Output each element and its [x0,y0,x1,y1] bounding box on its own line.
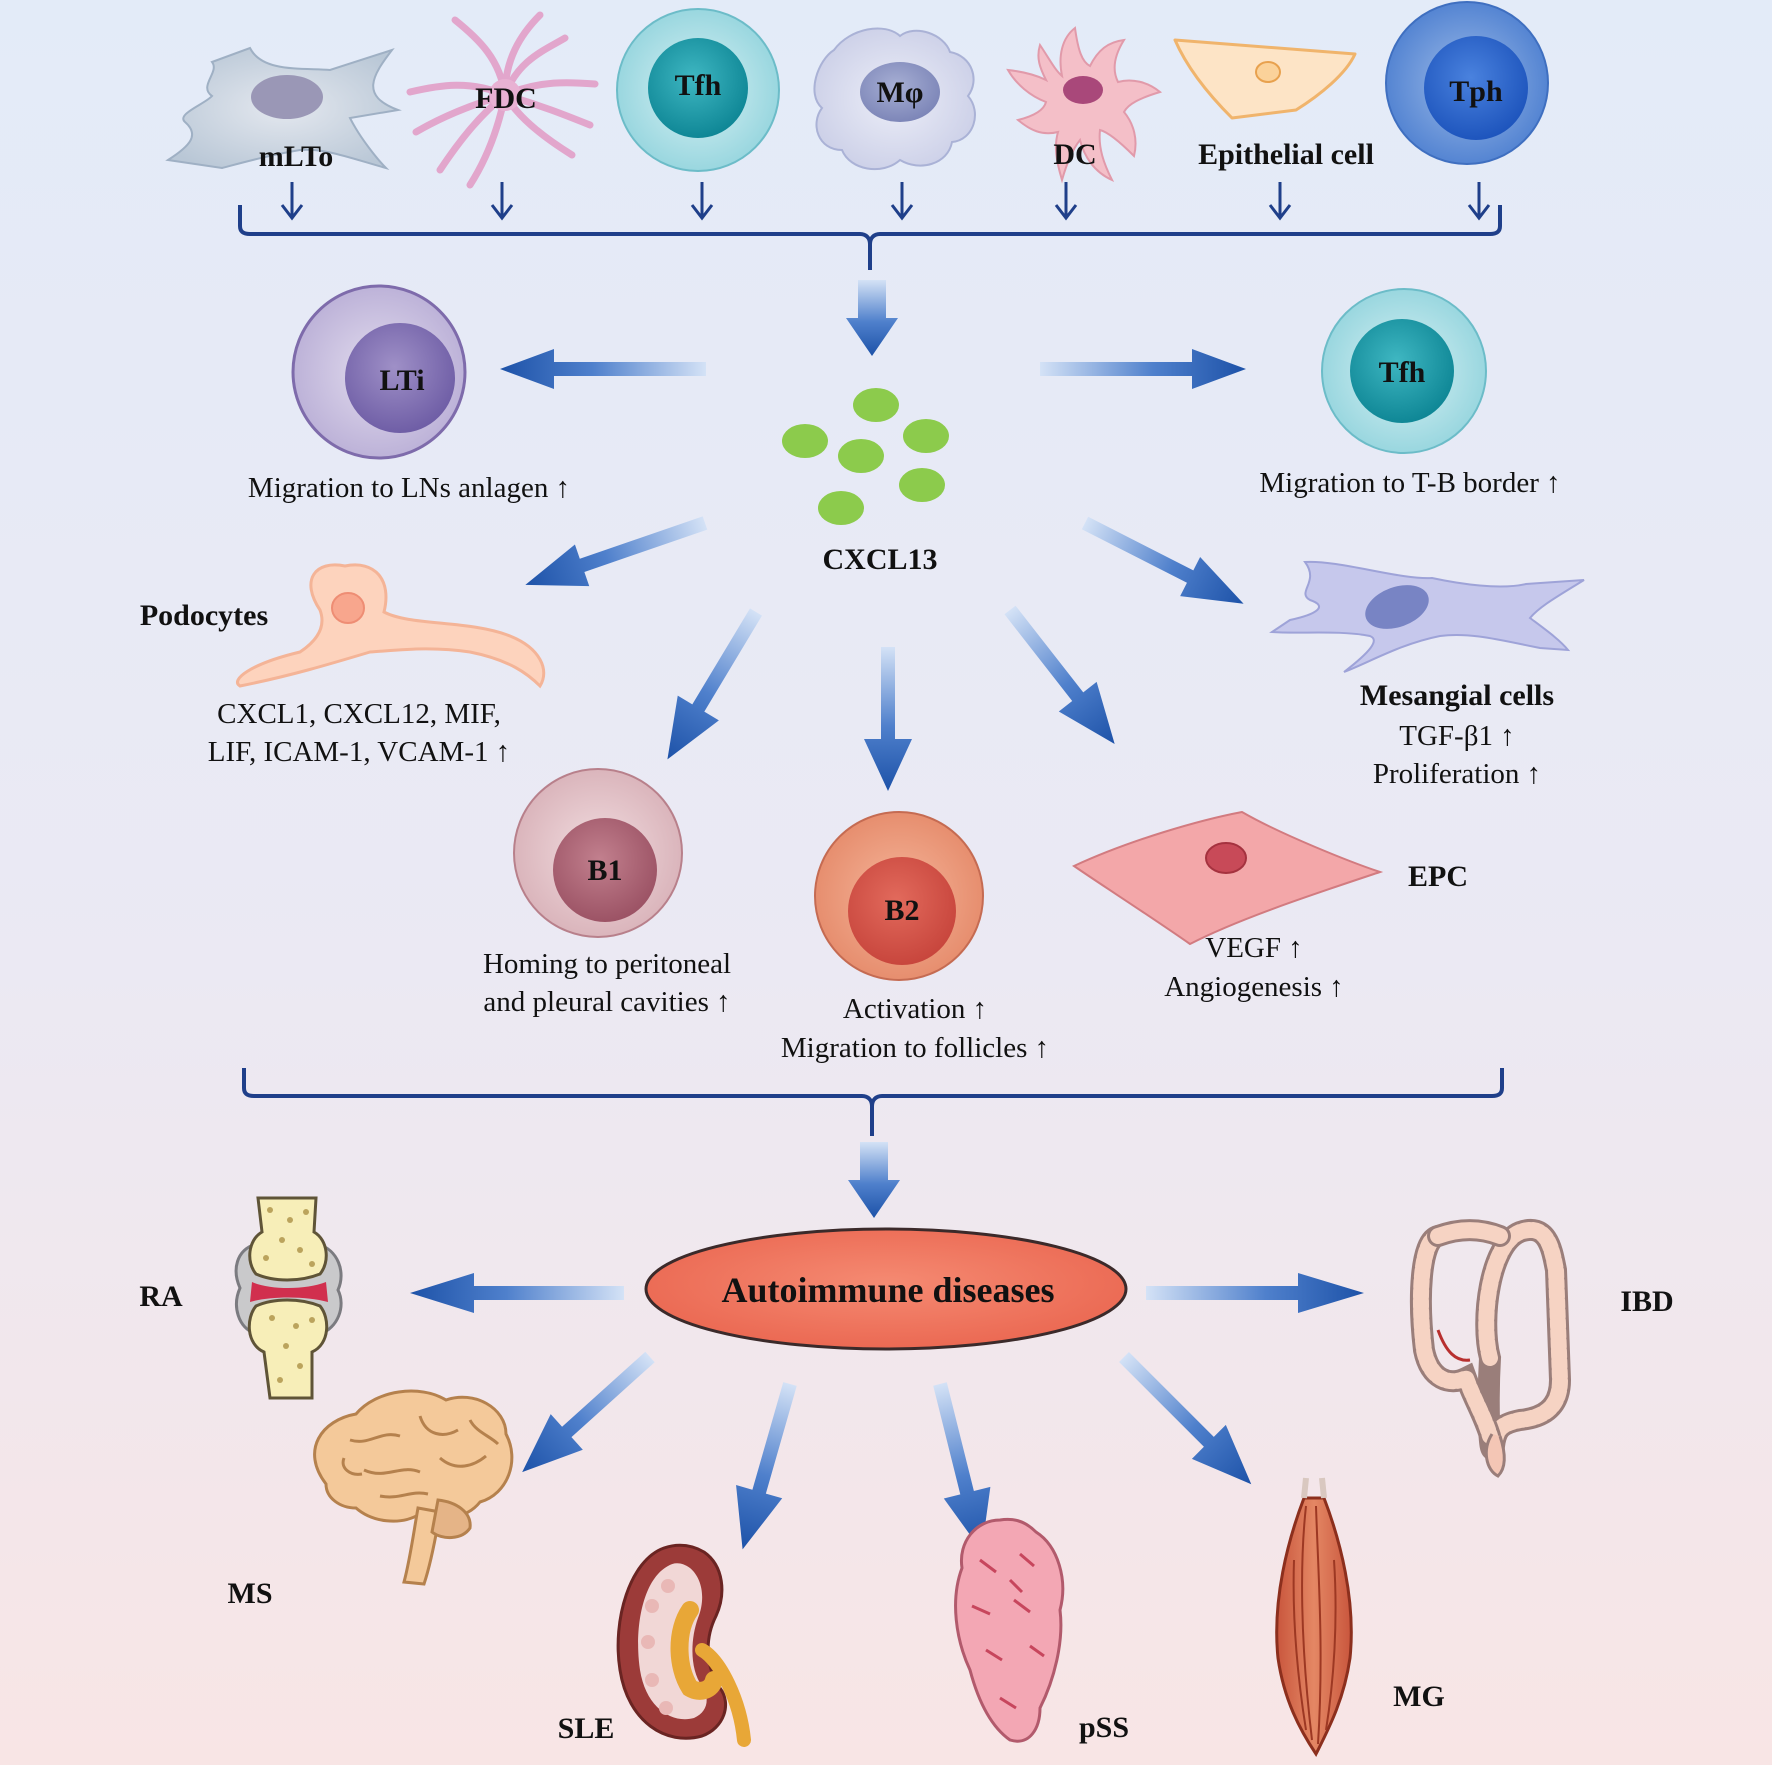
b2-effect-1: Activation ↑ [843,993,987,1025]
podocytes-label: Podocytes [140,599,268,632]
pss-label: pSS [1079,1711,1129,1744]
tfh-target-effect: Migration to T-B border ↑ [1259,467,1560,499]
b2-label: B2 [884,894,919,927]
mg-label: MG [1393,1680,1445,1713]
tph-label: Tph [1449,75,1503,108]
colon-icon: IBD [1409,1219,1674,1478]
fdc-cell: FDC [406,11,599,189]
arrow-to-mg [1119,1352,1252,1485]
epc-effect-2: Angiogenesis ↑ [1164,971,1344,1003]
epithelial-nucleus [1255,61,1281,83]
dc-cell: DC [1006,26,1163,184]
arrow-to-ibd [1146,1273,1364,1313]
tfh-target-cell: Tfh Migration to T-B border ↑ [1259,288,1561,499]
ibd-label: IBD [1620,1285,1673,1318]
arrow-to-lti [500,349,706,389]
fdc-label: FDC [475,82,537,115]
arrow-to-b1 [667,608,763,760]
epithelial-cell: Epithelial cell [1173,38,1374,171]
cxcl13-label: CXCL13 [822,543,937,576]
tfh-target-nucleus [1350,319,1454,423]
dc-nucleus [1063,76,1103,104]
epc-effect-1: VEGF ↑ [1205,932,1302,964]
b1-label: B1 [587,854,622,887]
podocytes-effect-2: LIF, ICAM-1, VCAM-1 ↑ [208,736,510,768]
tph-nucleus [1424,36,1528,140]
mlto-nucleus [251,75,323,119]
epithelial-label: Epithelial cell [1198,138,1374,171]
mesangial-nucleus [1365,585,1429,629]
arrow-to-ra [410,1273,624,1313]
lti-effect: Migration to LNs anlagen ↑ [248,472,570,504]
podocyte-nucleus [331,592,365,624]
epc-cell: EPC VEGF ↑ Angiogenesis ↑ [1071,810,1468,1003]
arrow-to-pss [933,1382,991,1551]
arrow-to-cxcl13 [846,280,898,356]
arrow-to-b2 [864,647,912,791]
b1-cell: B1 Homing to peritoneal and pleural cavi… [483,768,731,1018]
bottom-bracket [242,1068,1504,1136]
top-bracket [238,205,1502,270]
mlto-cell: mLTo [165,46,402,173]
lti-nucleus [345,323,455,433]
autoimmune-diseases-ellipse [644,1227,1128,1351]
tfh-target-label: Tfh [1379,356,1426,389]
tph-cell: Tph [1385,1,1549,165]
autoimmune-diseases-label: Autoimmune diseases [721,1270,1054,1310]
lti-cell: LTi Migration to LNs anlagen ↑ [248,284,570,504]
b2-nucleus [848,857,956,965]
lti-label: LTi [379,364,424,397]
arrow-to-tfh [1040,349,1246,389]
mesangial-effect-2: Proliferation ↑ [1373,758,1541,790]
tfh-source-label: Tfh [675,69,722,102]
arrow-to-diseases [848,1142,900,1218]
dc-label: DC [1053,138,1096,171]
ms-label: MS [228,1577,273,1610]
muscle-icon: MG [1275,1477,1445,1757]
b2-effect-2: Migration to follicles ↑ [781,1032,1049,1064]
b1-effect-1: Homing to peritoneal [483,948,731,980]
b1-effect-2: and pleural cavities ↑ [483,986,730,1018]
arrow-to-mesangial [1081,516,1244,604]
macrophage-nucleus [860,62,940,122]
macrophage-cell: Mφ [813,27,976,170]
macrophage-label: Mφ [876,76,923,109]
tfh-source-cell: Tfh [616,8,780,172]
mesangial-cell: Mesangial cells TGF-β1 ↑ Proliferation ↑ [1269,560,1585,790]
podocytes-effect-1: CXCL1, CXCL12, MIF, [217,698,501,730]
b2-cell: B2 Activation ↑ Migration to follicles ↑ [781,811,1049,1064]
sle-label: SLE [558,1712,615,1745]
arrow-to-podocytes [525,516,708,587]
epc-nucleus [1205,842,1247,874]
mesangial-effect-1: TGF-β1 ↑ [1399,720,1514,752]
arrow-to-ms [522,1351,655,1473]
tfh-source-nucleus [648,38,748,138]
mlto-label: mLTo [259,140,334,173]
cxcl13-molecules [782,388,949,525]
mesangial-label: Mesangial cells [1360,679,1554,712]
b1-nucleus [553,818,657,922]
podocyte-cell: Podocytes CXCL1, CXCL12, MIF, LIF, ICAM-… [140,563,546,768]
arrow-to-epc [1004,605,1115,744]
kidney-icon: SLE [558,1543,751,1747]
salivary-gland-icon: pSS [954,1517,1129,1744]
source-arrows [280,182,1491,221]
brain-icon: MS [228,1389,514,1610]
joint-icon: RA [139,1196,343,1400]
arrow-to-sle [736,1382,797,1550]
epc-label: EPC [1408,860,1468,893]
ra-label: RA [139,1280,183,1313]
